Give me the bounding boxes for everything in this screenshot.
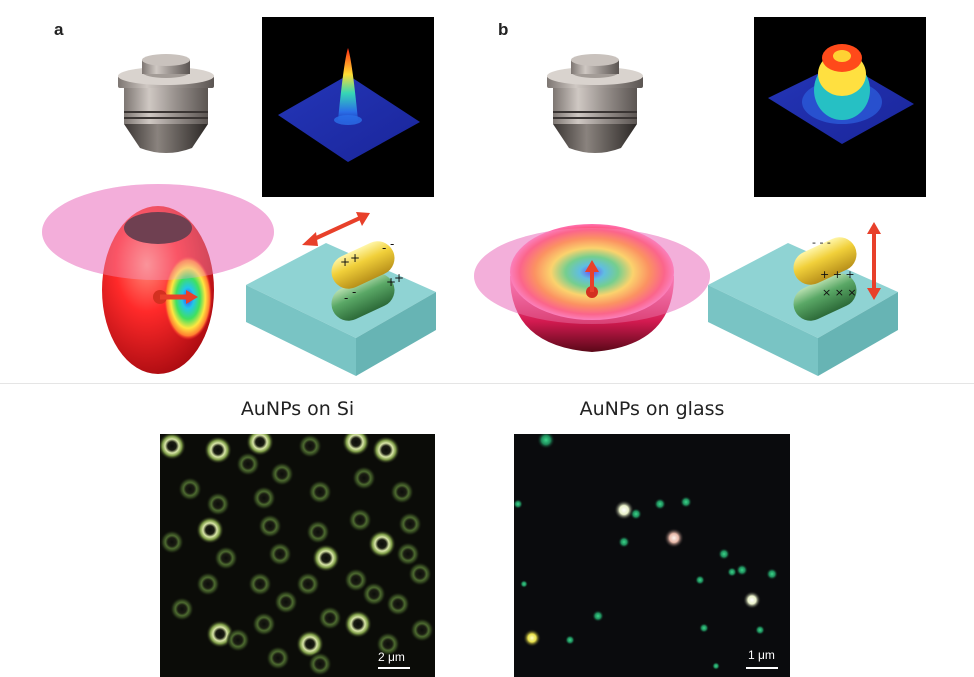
nanoparticle-ring — [214, 546, 238, 570]
nanoparticle-spot — [592, 610, 604, 622]
micrograph-si: 2 μm — [160, 434, 435, 677]
nanoparticle-spot — [565, 635, 575, 645]
nanoparticle-spot — [695, 575, 705, 585]
nanoparticle-ring — [268, 542, 292, 566]
nanoparticle-ring — [368, 530, 396, 558]
nanoparticle-ring — [386, 592, 410, 616]
nanoparticle-spot — [614, 500, 634, 520]
objective-lens-a — [118, 54, 214, 153]
polarization-arrow-a — [302, 212, 370, 246]
nanoparticle-ring — [266, 646, 290, 670]
nanoparticle-ring — [196, 572, 220, 596]
nanoparticle-spot — [718, 548, 730, 560]
nanoparticle-ring — [178, 477, 202, 501]
panel-label-b: b — [498, 20, 509, 39]
nanoparticle-ring — [348, 508, 372, 532]
nanoparticle-ring — [274, 590, 298, 614]
nanoparticle-ring — [196, 516, 224, 544]
nanoparticle-ring — [248, 572, 272, 596]
svg-text:- - -: - - - — [812, 236, 831, 249]
nanoparticle-ring — [396, 542, 420, 566]
nanoparticle-ring — [362, 582, 386, 606]
svg-text:+: + — [394, 271, 404, 285]
nanoparticle-spot — [727, 567, 737, 577]
gaussian-beam-profile-a — [262, 17, 434, 197]
svg-text:+: + — [350, 251, 360, 265]
section-divider — [0, 383, 974, 384]
nanoparticle-ring — [408, 562, 432, 586]
nanoparticle-ring — [204, 436, 232, 464]
micrograph-glass-image: 1 μm — [514, 434, 790, 677]
micrograph-si-image: 2 μm — [160, 434, 435, 677]
nanoparticle-dimer-b: - - - + + + × × × — [793, 236, 857, 321]
nanoparticle-ring — [312, 544, 340, 572]
nanoparticle-spot — [699, 623, 709, 633]
nanoparticle-spot — [743, 591, 761, 609]
caption-glass: AuNPs on glass — [579, 398, 725, 420]
svg-text:+: + — [340, 255, 350, 269]
nanoparticle-ring — [160, 530, 184, 554]
nanoparticle-spot — [736, 564, 748, 576]
nanoparticle-spot — [537, 434, 555, 449]
nanoparticle-ring — [342, 434, 370, 456]
nanoparticle-ring — [170, 597, 194, 621]
scale-label-glass: 1 μm — [748, 648, 775, 662]
nanoparticle-ring — [308, 652, 332, 676]
micrograph-glass: 1 μm — [514, 434, 790, 677]
nanoparticle-ring — [390, 480, 414, 504]
nanoparticle-ring — [306, 520, 330, 544]
nanoparticle-spot — [766, 568, 778, 580]
nanoparticle-ring — [308, 480, 332, 504]
nanoparticle-ring — [296, 630, 324, 658]
nanoparticle-spot — [712, 662, 720, 670]
nanoparticle-dimer-a: + + - - - - + + — [331, 237, 404, 321]
nanoparticle-spot — [680, 496, 692, 508]
schematic-figure: + + - - - - + + — [42, 17, 926, 376]
svg-text:+ + +: + + + — [820, 268, 855, 281]
nanoparticle-ring — [344, 568, 368, 592]
nanoparticle-ring — [206, 492, 230, 516]
nanoparticle-ring — [398, 512, 422, 536]
nanoparticle-ring — [160, 434, 186, 460]
nanoparticle-ring — [372, 436, 400, 464]
nanoparticle-ring — [252, 486, 276, 510]
nanoparticle-ring — [410, 618, 434, 642]
panel-label-a: a — [54, 20, 64, 39]
nanoparticle-spot — [514, 499, 523, 509]
nanoparticle-ring — [252, 612, 276, 636]
svg-text:-: - — [390, 237, 394, 251]
svg-text:-: - — [382, 241, 386, 255]
nanoparticle-ring — [376, 632, 400, 656]
svg-text:× × ×: × × × — [822, 286, 857, 299]
svg-text:-: - — [352, 285, 356, 299]
nanoparticle-spot — [755, 625, 765, 635]
nanoparticle-ring — [236, 452, 260, 476]
svg-text:-: - — [344, 291, 348, 305]
objective-lens-b — [547, 54, 643, 153]
nanoparticle-spot — [654, 498, 666, 510]
svg-text:+: + — [386, 275, 396, 289]
polarization-arrow-b — [867, 222, 881, 300]
nanoparticle-spot — [630, 508, 642, 520]
nanoparticle-ring — [344, 610, 372, 638]
nanoparticle-spot — [520, 580, 528, 588]
nanoparticle-ring — [296, 572, 320, 596]
nanoparticle-spot — [664, 528, 684, 548]
nanoparticle-spot — [618, 536, 630, 548]
radial-field-ellipsoid-a — [42, 184, 274, 374]
caption-si: AuNPs on Si — [240, 398, 355, 420]
nanoparticle-ring — [270, 462, 294, 486]
scale-label-si: 2 μm — [378, 650, 405, 664]
nanoparticle-ring — [318, 606, 342, 630]
nanoparticle-spot — [523, 629, 541, 647]
donut-beam-profile-b — [754, 17, 926, 197]
nanoparticle-ring — [258, 514, 282, 538]
nanoparticle-ring — [246, 434, 274, 456]
longitudinal-field-torus-b — [474, 224, 710, 352]
nanoparticle-ring — [298, 434, 322, 458]
nanoparticle-ring — [352, 466, 376, 490]
nanoparticle-ring — [226, 628, 250, 652]
